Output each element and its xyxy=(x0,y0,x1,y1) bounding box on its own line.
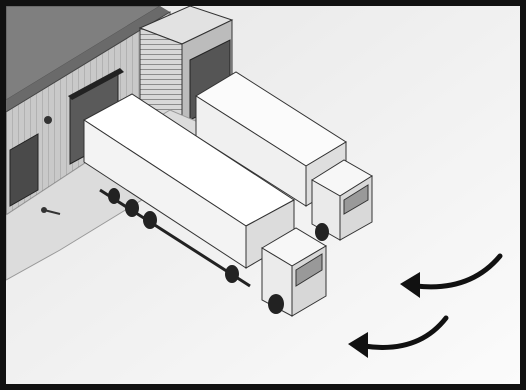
truck-1-wheel-front xyxy=(268,294,284,314)
truck-1-wheel-rear-2 xyxy=(143,211,157,229)
truck-1-wheel-rear-1 xyxy=(125,199,139,217)
truck-1-wheel-rear-3 xyxy=(108,188,120,204)
truck-2-wheel-front xyxy=(315,223,329,241)
truck-1-wheel-mid xyxy=(225,265,239,283)
